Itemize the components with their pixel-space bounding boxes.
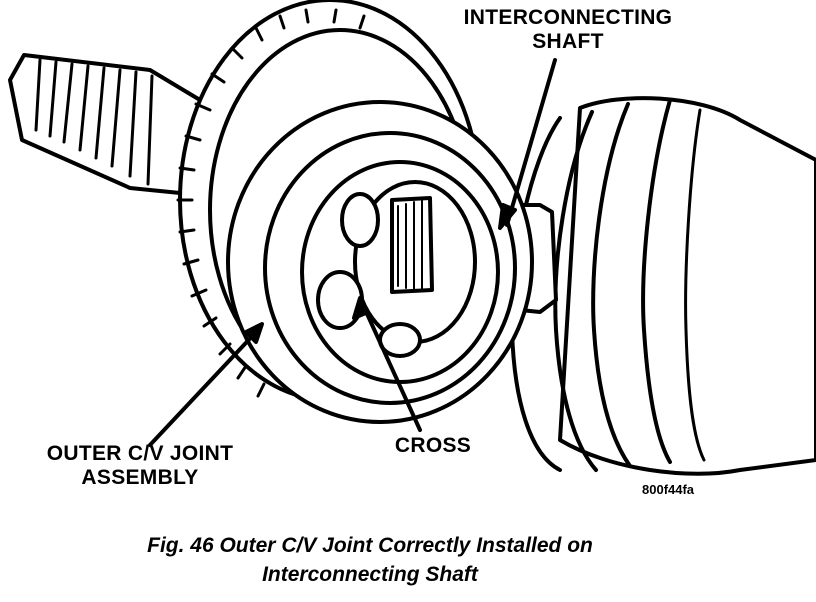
cross-label: CROSS bbox=[394, 434, 472, 457]
label-line: INTERCONNECTING bbox=[463, 6, 673, 29]
boot-housing bbox=[509, 96, 816, 476]
caption-line: Fig. 46 Outer C/V Joint Correctly Instal… bbox=[147, 534, 593, 557]
figure-code: 800f44fa bbox=[642, 482, 695, 497]
interconnecting-shaft-label: INTERCONNECTING SHAFT bbox=[418, 6, 718, 54]
outer-cv-joint-label: OUTER C/V JOINT ASSEMBLY bbox=[10, 442, 270, 490]
cross-tripod bbox=[316, 180, 477, 358]
label-line: ASSEMBLY bbox=[81, 466, 199, 489]
leader-arrows bbox=[148, 58, 557, 447]
label-line: SHAFT bbox=[532, 30, 604, 53]
label-line: OUTER C/V JOINT bbox=[46, 442, 234, 465]
threaded-stub bbox=[8, 53, 202, 197]
caption-line: Interconnecting Shaft bbox=[262, 563, 478, 586]
figure-caption: Fig. 46 Outer C/V Joint Correctly Instal… bbox=[40, 531, 700, 589]
